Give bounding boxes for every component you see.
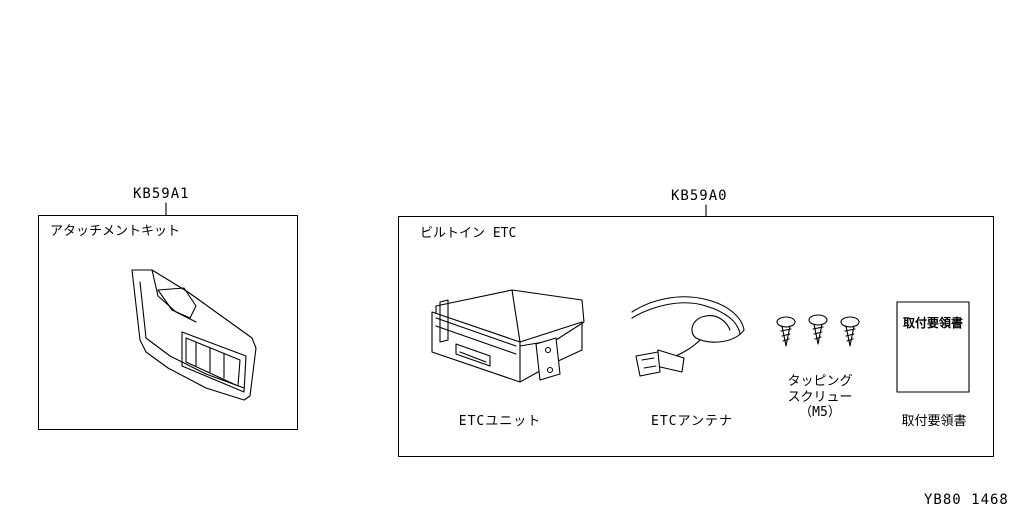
part-number-kb59a0: KB59A0: [671, 188, 728, 204]
etc-antenna-label: ETCアンテナ: [651, 414, 733, 429]
manual-label: 取付要領書: [901, 414, 967, 429]
etc-unit-drawing: [431, 289, 585, 383]
tapping-screw-label-line-3: （M5）: [799, 405, 841, 420]
attachment-panel-drawing: [131, 269, 257, 401]
tapping-screw-label-line-2: スクリュー: [787, 390, 853, 405]
drawing-id: YB80 1468: [924, 492, 1009, 508]
manual-booklet-cover-text: 取付要領書: [903, 316, 964, 330]
attachment-kit-box: [38, 215, 298, 430]
builtin-etc-box: [398, 216, 994, 457]
manual-booklet: [896, 301, 970, 393]
screw-3: [840, 316, 860, 347]
builtin-etc-title: ビルトイン ETC: [420, 226, 517, 241]
tapping-screw-label-line-1: タッピング: [787, 374, 853, 389]
screw-1: [776, 316, 796, 347]
etc-unit-label: ETCユニット: [458, 414, 542, 429]
screw-2: [808, 314, 828, 345]
part-number-kb59a1: KB59A1: [133, 186, 190, 202]
tapping-screws-drawing: [776, 314, 860, 347]
etc-antenna-drawing: [631, 296, 745, 377]
attachment-kit-title: アタッチメントキット: [50, 224, 181, 239]
